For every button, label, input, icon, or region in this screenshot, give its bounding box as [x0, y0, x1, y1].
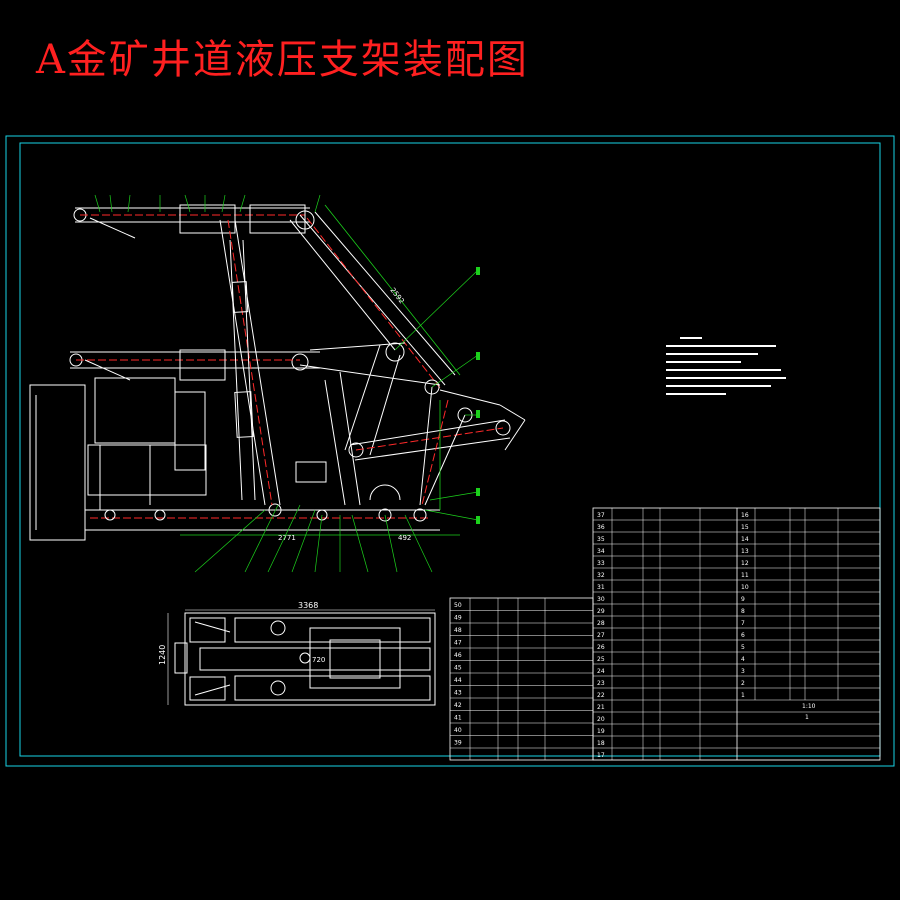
- bom-item-5: 5: [741, 644, 745, 651]
- bom-item-29: 29: [597, 608, 605, 615]
- bom-item-9: 9: [741, 596, 745, 603]
- bom-grid: [593, 508, 880, 761]
- bom-item-7: 7: [741, 620, 745, 627]
- bom-item-6: 6: [741, 632, 745, 639]
- bom-item-14: 14: [741, 536, 749, 543]
- bom-item-26: 26: [597, 644, 605, 651]
- part-item-45: 45: [454, 665, 462, 672]
- bom-item-16: 16: [741, 512, 749, 519]
- left-table-item-numbers: 50 49 48 47 46 45 44 43 42 41 40 39: [454, 602, 462, 747]
- part-item-43: 43: [454, 690, 462, 697]
- bom-item-23: 23: [597, 680, 605, 687]
- bom-item-25: 25: [597, 656, 605, 663]
- shield-linkage: [289, 211, 526, 506]
- bom-item-8: 8: [741, 608, 745, 615]
- dimension-720: 720: [312, 656, 325, 664]
- bom-item-27: 27: [597, 632, 605, 639]
- bom-item-18: 18: [597, 740, 605, 747]
- bom-item-4: 4: [741, 656, 745, 663]
- drawing-scale: 1:10: [802, 703, 816, 710]
- bom-item-22: 22: [597, 692, 605, 699]
- part-item-44: 44: [454, 677, 462, 684]
- bom-item-numbers: 3736353433323130292827262524232221201918…: [597, 512, 749, 759]
- coal-wall: [29, 384, 86, 541]
- bom-item-13: 13: [741, 548, 749, 555]
- support-elevation-view: 2592 2771 492: [29, 194, 786, 573]
- drawing-count: 1: [805, 714, 809, 721]
- bom-item-28: 28: [597, 620, 605, 627]
- bom-item-33: 33: [597, 560, 605, 567]
- bom-item-2: 2: [741, 680, 745, 687]
- bom-item-17: 17: [597, 752, 605, 759]
- dimension-3368: 3368: [298, 601, 318, 610]
- part-item-42: 42: [454, 702, 462, 709]
- bom-item-32: 32: [597, 572, 605, 579]
- bom-item-21: 21: [597, 704, 605, 711]
- bom-item-3: 3: [741, 668, 745, 675]
- bom-item-15: 15: [741, 524, 749, 531]
- bom-item-35: 35: [597, 536, 605, 543]
- motor-body: [94, 377, 176, 444]
- part-item-47: 47: [454, 640, 462, 647]
- part-item-50: 50: [454, 602, 462, 609]
- left-table-grid: [450, 598, 593, 760]
- bom-item-19: 19: [597, 728, 605, 735]
- part-item-41: 41: [454, 715, 462, 722]
- middle-canopy: [69, 349, 320, 381]
- bom-item-24: 24: [597, 668, 605, 675]
- leader-lines: [94, 194, 480, 573]
- dimension-1240: 1240: [158, 645, 167, 665]
- bom-item-31: 31: [597, 584, 605, 591]
- bom-item-36: 36: [597, 524, 605, 531]
- part-item-49: 49: [454, 615, 462, 622]
- part-item-48: 48: [454, 627, 462, 634]
- bom-item-34: 34: [597, 548, 605, 555]
- bom-item-37: 37: [597, 512, 605, 519]
- parts-table-left: 50 49 48 47 46 45 44 43 42 41 40 39: [449, 597, 594, 761]
- part-item-39: 39: [454, 740, 462, 747]
- technical-notes: [666, 337, 786, 395]
- drawing-title: A金矿井道液压支架装配图: [36, 37, 529, 83]
- plan-view: 3368 1240 720: [158, 601, 436, 706]
- part-item-40: 40: [454, 727, 462, 734]
- dimension-2771: 2771: [278, 534, 296, 542]
- bill-of-materials: 3736353433323130292827262524232221201918…: [592, 507, 881, 761]
- outer-frame: [5, 135, 895, 767]
- bom-item-1: 1: [741, 692, 745, 699]
- dimension-lines: 2592 2771 492: [180, 204, 461, 542]
- bom-item-20: 20: [597, 716, 605, 723]
- dimension-492: 492: [398, 534, 411, 542]
- part-item-46: 46: [454, 652, 462, 659]
- bom-item-30: 30: [597, 596, 605, 603]
- dimension-2592: 2592: [388, 286, 405, 305]
- hydraulic-legs: [219, 219, 327, 506]
- bom-item-11: 11: [741, 572, 749, 579]
- upper-canopy: [73, 204, 315, 239]
- bom-item-10: 10: [741, 584, 749, 591]
- bom-item-12: 12: [741, 560, 749, 567]
- base-frame: [85, 484, 440, 531]
